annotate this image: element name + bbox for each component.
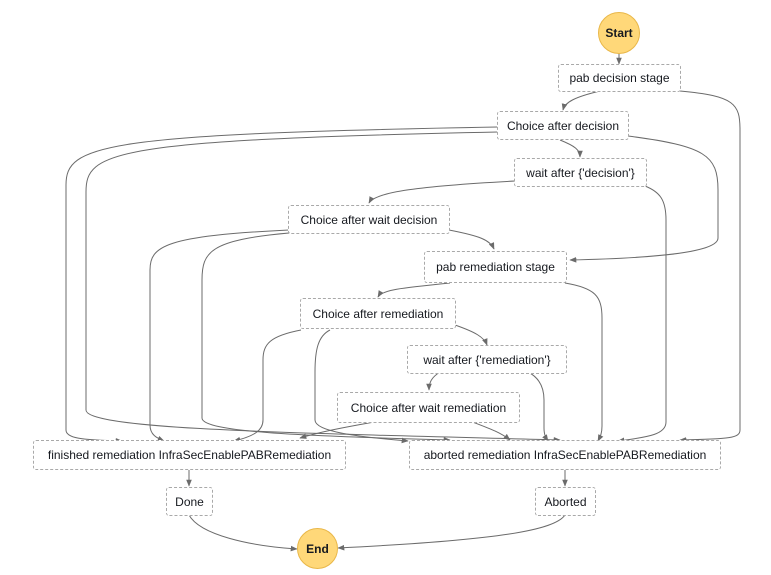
edge-choice-remediation-to-aborted	[314, 329, 409, 444]
state-label: pab remediation stage	[436, 260, 555, 274]
edge-choice-remediation-to-wait-remediation	[454, 324, 488, 346]
edge-choice-wait-remediation-to-finished	[299, 420, 381, 439]
state-label: Choice after wait remediation	[350, 400, 507, 415]
state-choice-after-decision[interactable]: Choice after decision	[497, 111, 629, 140]
state-aborted-remediation[interactable]: aborted remediation InfraSecEnablePABRem…	[409, 440, 721, 470]
start-node-label: Start	[605, 26, 633, 40]
start-node[interactable]: Start	[598, 12, 640, 54]
edge-choice-wait-remediation-to-aborted	[469, 420, 511, 441]
state-wait-after-remediation[interactable]: wait after {'remediation'}	[407, 345, 567, 374]
end-node[interactable]: End	[297, 528, 338, 569]
edge-pab-decision-to-aborted	[679, 90, 741, 443]
edge-aborted-state-to-end	[337, 514, 566, 551]
edge-wait-decision-to-choice-wait-decision	[368, 180, 516, 204]
edge-choice-wait-decision-to-finished	[149, 229, 290, 442]
edge-wait-remediation-to-aborted	[527, 371, 549, 442]
state-label: Choice after wait decision	[300, 212, 438, 227]
state-wait-after-decision[interactable]: wait after {'decision'}	[514, 158, 647, 187]
state-aborted[interactable]: Aborted	[535, 487, 596, 516]
state-label: pab decision stage	[569, 71, 670, 85]
state-pab-remediation-stage[interactable]: pab remediation stage	[424, 251, 567, 283]
state-label: wait after {'remediation'}	[423, 352, 551, 367]
edge-choice-decision-to-wait-decision	[559, 139, 583, 158]
state-pab-decision-stage[interactable]: pab decision stage	[558, 64, 681, 92]
edge-choice-decision-to-finished	[65, 126, 499, 444]
state-done[interactable]: Done	[166, 487, 213, 516]
edge-pab-remediation-to-aborted	[564, 282, 604, 442]
state-label: Choice after remediation	[312, 306, 444, 321]
state-choice-after-remediation[interactable]: Choice after remediation	[300, 298, 456, 329]
state-label: finished remediation InfraSecEnablePABRe…	[47, 448, 332, 462]
edge-choice-decision-to-pab-remediation	[569, 135, 719, 263]
edge-pab-decision-to-choice-decision	[561, 90, 601, 111]
state-choice-after-wait-remediation[interactable]: Choice after wait remediation	[337, 392, 520, 423]
state-label: Choice after decision	[506, 118, 620, 133]
state-label: Aborted	[544, 494, 587, 509]
edge-done-to-end	[188, 514, 298, 552]
edge-choice-decision-to-aborted	[85, 131, 561, 443]
edge-choice-wait-decision-to-aborted	[201, 232, 451, 443]
edge-wait-remediation-to-choice-wait-remediation	[426, 371, 441, 391]
state-label: Done	[175, 494, 204, 509]
edge-choice-remediation-to-finished	[233, 329, 302, 443]
state-label: wait after {'decision'}	[526, 165, 635, 180]
state-label: aborted remediation InfraSecEnablePABRem…	[423, 448, 707, 462]
state-finished-remediation[interactable]: finished remediation InfraSecEnablePABRe…	[33, 440, 346, 470]
edge-wait-decision-to-aborted	[617, 185, 667, 443]
edge-choice-wait-decision-to-pab-remediation	[448, 229, 495, 250]
edge-pab-remediation-to-choice-remediation	[377, 282, 451, 298]
end-node-label: End	[306, 541, 329, 556]
state-choice-after-wait-decision[interactable]: Choice after wait decision	[288, 205, 450, 234]
